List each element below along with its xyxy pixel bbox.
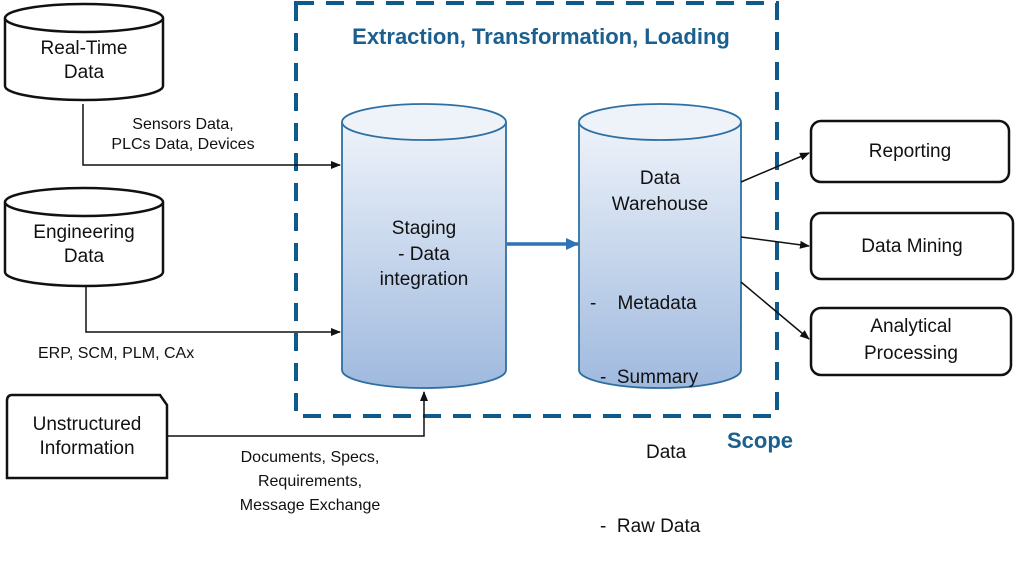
- staging-line2: - Data: [398, 243, 450, 265]
- warehouse-items: - Metadata - Summary Data - Raw Data: [590, 243, 740, 564]
- engineering-edge-label: ERP, SCM, PLM, CAx: [38, 345, 195, 362]
- scope-boundary: [294, 1, 779, 418]
- staging-line3: integration: [379, 269, 469, 291]
- engineering-data-cylinder: [3, 186, 165, 288]
- unstructured-to-staging-connector: [168, 391, 428, 437]
- warehouse-line2: Warehouse: [611, 193, 709, 215]
- realtime-edge-line1: Sensors Data,: [132, 116, 234, 133]
- warehouse-item-metadata: - Metadata: [590, 293, 697, 315]
- realtime-line2: Data: [63, 61, 105, 83]
- data-mining-box: [809, 211, 1015, 281]
- realtime-edge-label: Sensors Data, PLCs Data, Devices: [88, 115, 278, 155]
- analytical-line1: Analytical: [870, 316, 952, 337]
- realtime-line1: Real-Time: [40, 38, 128, 59]
- unstructured-line1: Unstructured: [32, 414, 142, 435]
- staging-line1: Staging: [391, 218, 457, 239]
- realtime-data-label: Real-Time Data: [5, 37, 163, 85]
- warehouse-to-analytical-arrow: [740, 281, 810, 340]
- unstructured-edge-line1: Documents, Specs,: [240, 449, 380, 466]
- unstructured-edge-line2: Requirements,: [257, 473, 363, 490]
- unstructured-info-label: Unstructured Information: [7, 413, 167, 461]
- unstructured-edge-line3: Message Exchange: [239, 497, 381, 514]
- reporting-box: [809, 119, 1011, 184]
- data-mining-label: Data Mining: [861, 236, 963, 257]
- warehouse-to-mining-arrow: [740, 236, 810, 249]
- staging-cylinder: [341, 103, 507, 389]
- scope-label: Scope: [727, 428, 794, 453]
- engineering-to-staging-connector: [85, 286, 341, 336]
- engineering-line1: Engineering: [33, 222, 135, 243]
- warehouse-line1: Data: [639, 168, 681, 189]
- engineering-data-label: Engineering Data: [5, 221, 163, 269]
- analytical-processing-label: Analytical Processing: [811, 314, 1011, 367]
- staging-label: Staging - Data integration: [342, 216, 506, 293]
- reporting-label: Reporting: [868, 141, 952, 162]
- warehouse-item-summary-cont: Data: [646, 441, 687, 463]
- analytical-line2: Processing: [864, 342, 958, 364]
- warehouse-item-summary: - Summary: [600, 367, 699, 389]
- warehouse-item-raw: - Raw Data: [600, 515, 701, 537]
- engineering-line2: Data: [63, 245, 105, 267]
- analytical-processing-box: [809, 306, 1013, 377]
- realtime-edge-line2: PLCs Data, Devices: [111, 136, 255, 153]
- realtime-to-staging-connector: [82, 104, 341, 169]
- data-warehouse-cylinder: [578, 103, 742, 389]
- diagram-canvas: [3, 1, 1015, 480]
- unstructured-edge-label: Documents, Specs, Requirements, Message …: [220, 446, 400, 518]
- unstructured-line2: Information: [39, 437, 135, 459]
- warehouse-title: Data Warehouse: [579, 166, 741, 217]
- etl-title: Extraction, Transformation, Loading: [352, 24, 730, 49]
- unstructured-info-shape: [5, 393, 169, 480]
- warehouse-to-reporting-arrow: [740, 152, 810, 183]
- realtime-data-cylinder: [3, 2, 165, 102]
